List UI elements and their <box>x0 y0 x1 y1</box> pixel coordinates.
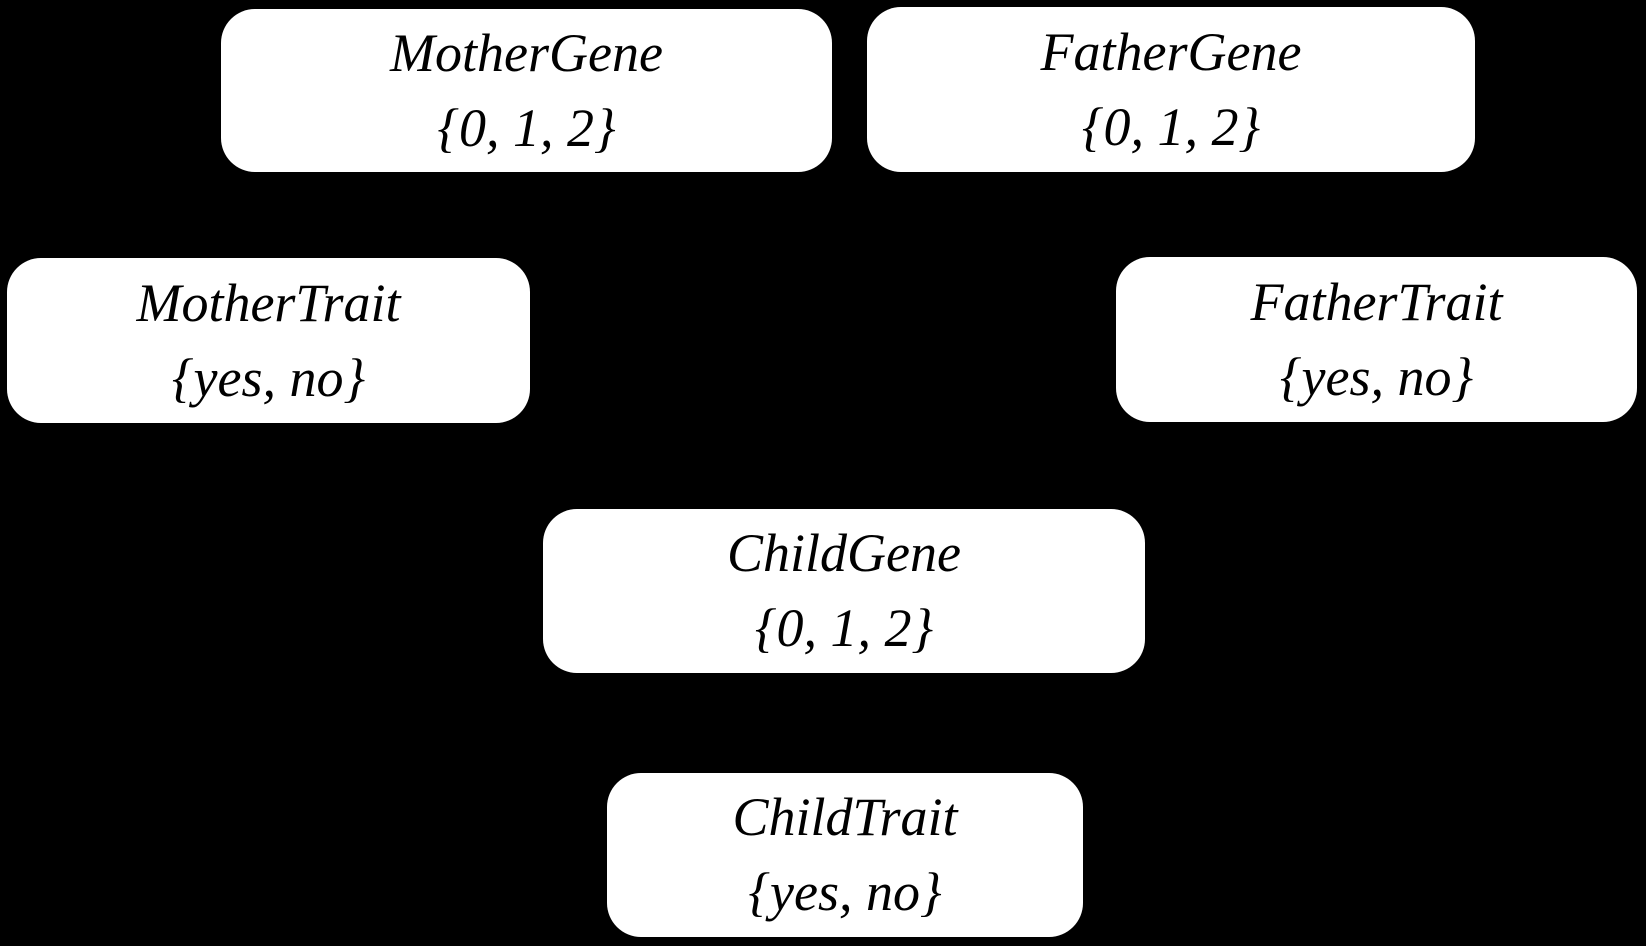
node-child-gene: ChildGene {0, 1, 2} <box>543 509 1145 673</box>
node-father-gene: FatherGene {0, 1, 2} <box>867 7 1475 172</box>
node-child-gene-domain: {0, 1, 2} <box>754 598 934 658</box>
node-mother-trait-label: MotherTrait <box>136 272 401 333</box>
node-father-trait-domain: {yes, no} <box>1279 346 1474 407</box>
node-mother-gene-domain: {0, 1, 2} <box>437 97 616 158</box>
node-child-trait: ChildTrait {yes, no} <box>607 773 1083 937</box>
node-child-trait-domain: {yes, no} <box>748 862 942 922</box>
node-mother-trait-domain: {yes, no} <box>171 347 366 408</box>
node-father-gene-domain: {0, 1, 2} <box>1081 96 1261 157</box>
node-father-trait: FatherTrait {yes, no} <box>1116 257 1637 422</box>
node-child-gene-label: ChildGene <box>727 523 961 583</box>
node-father-gene-label: FatherGene <box>1040 21 1302 82</box>
node-mother-trait: MotherTrait {yes, no} <box>7 258 530 423</box>
node-mother-gene-label: MotherGene <box>390 22 663 83</box>
node-father-trait-label: FatherTrait <box>1250 271 1503 332</box>
node-mother-gene: MotherGene {0, 1, 2} <box>221 9 832 172</box>
node-child-trait-label: ChildTrait <box>732 787 958 847</box>
